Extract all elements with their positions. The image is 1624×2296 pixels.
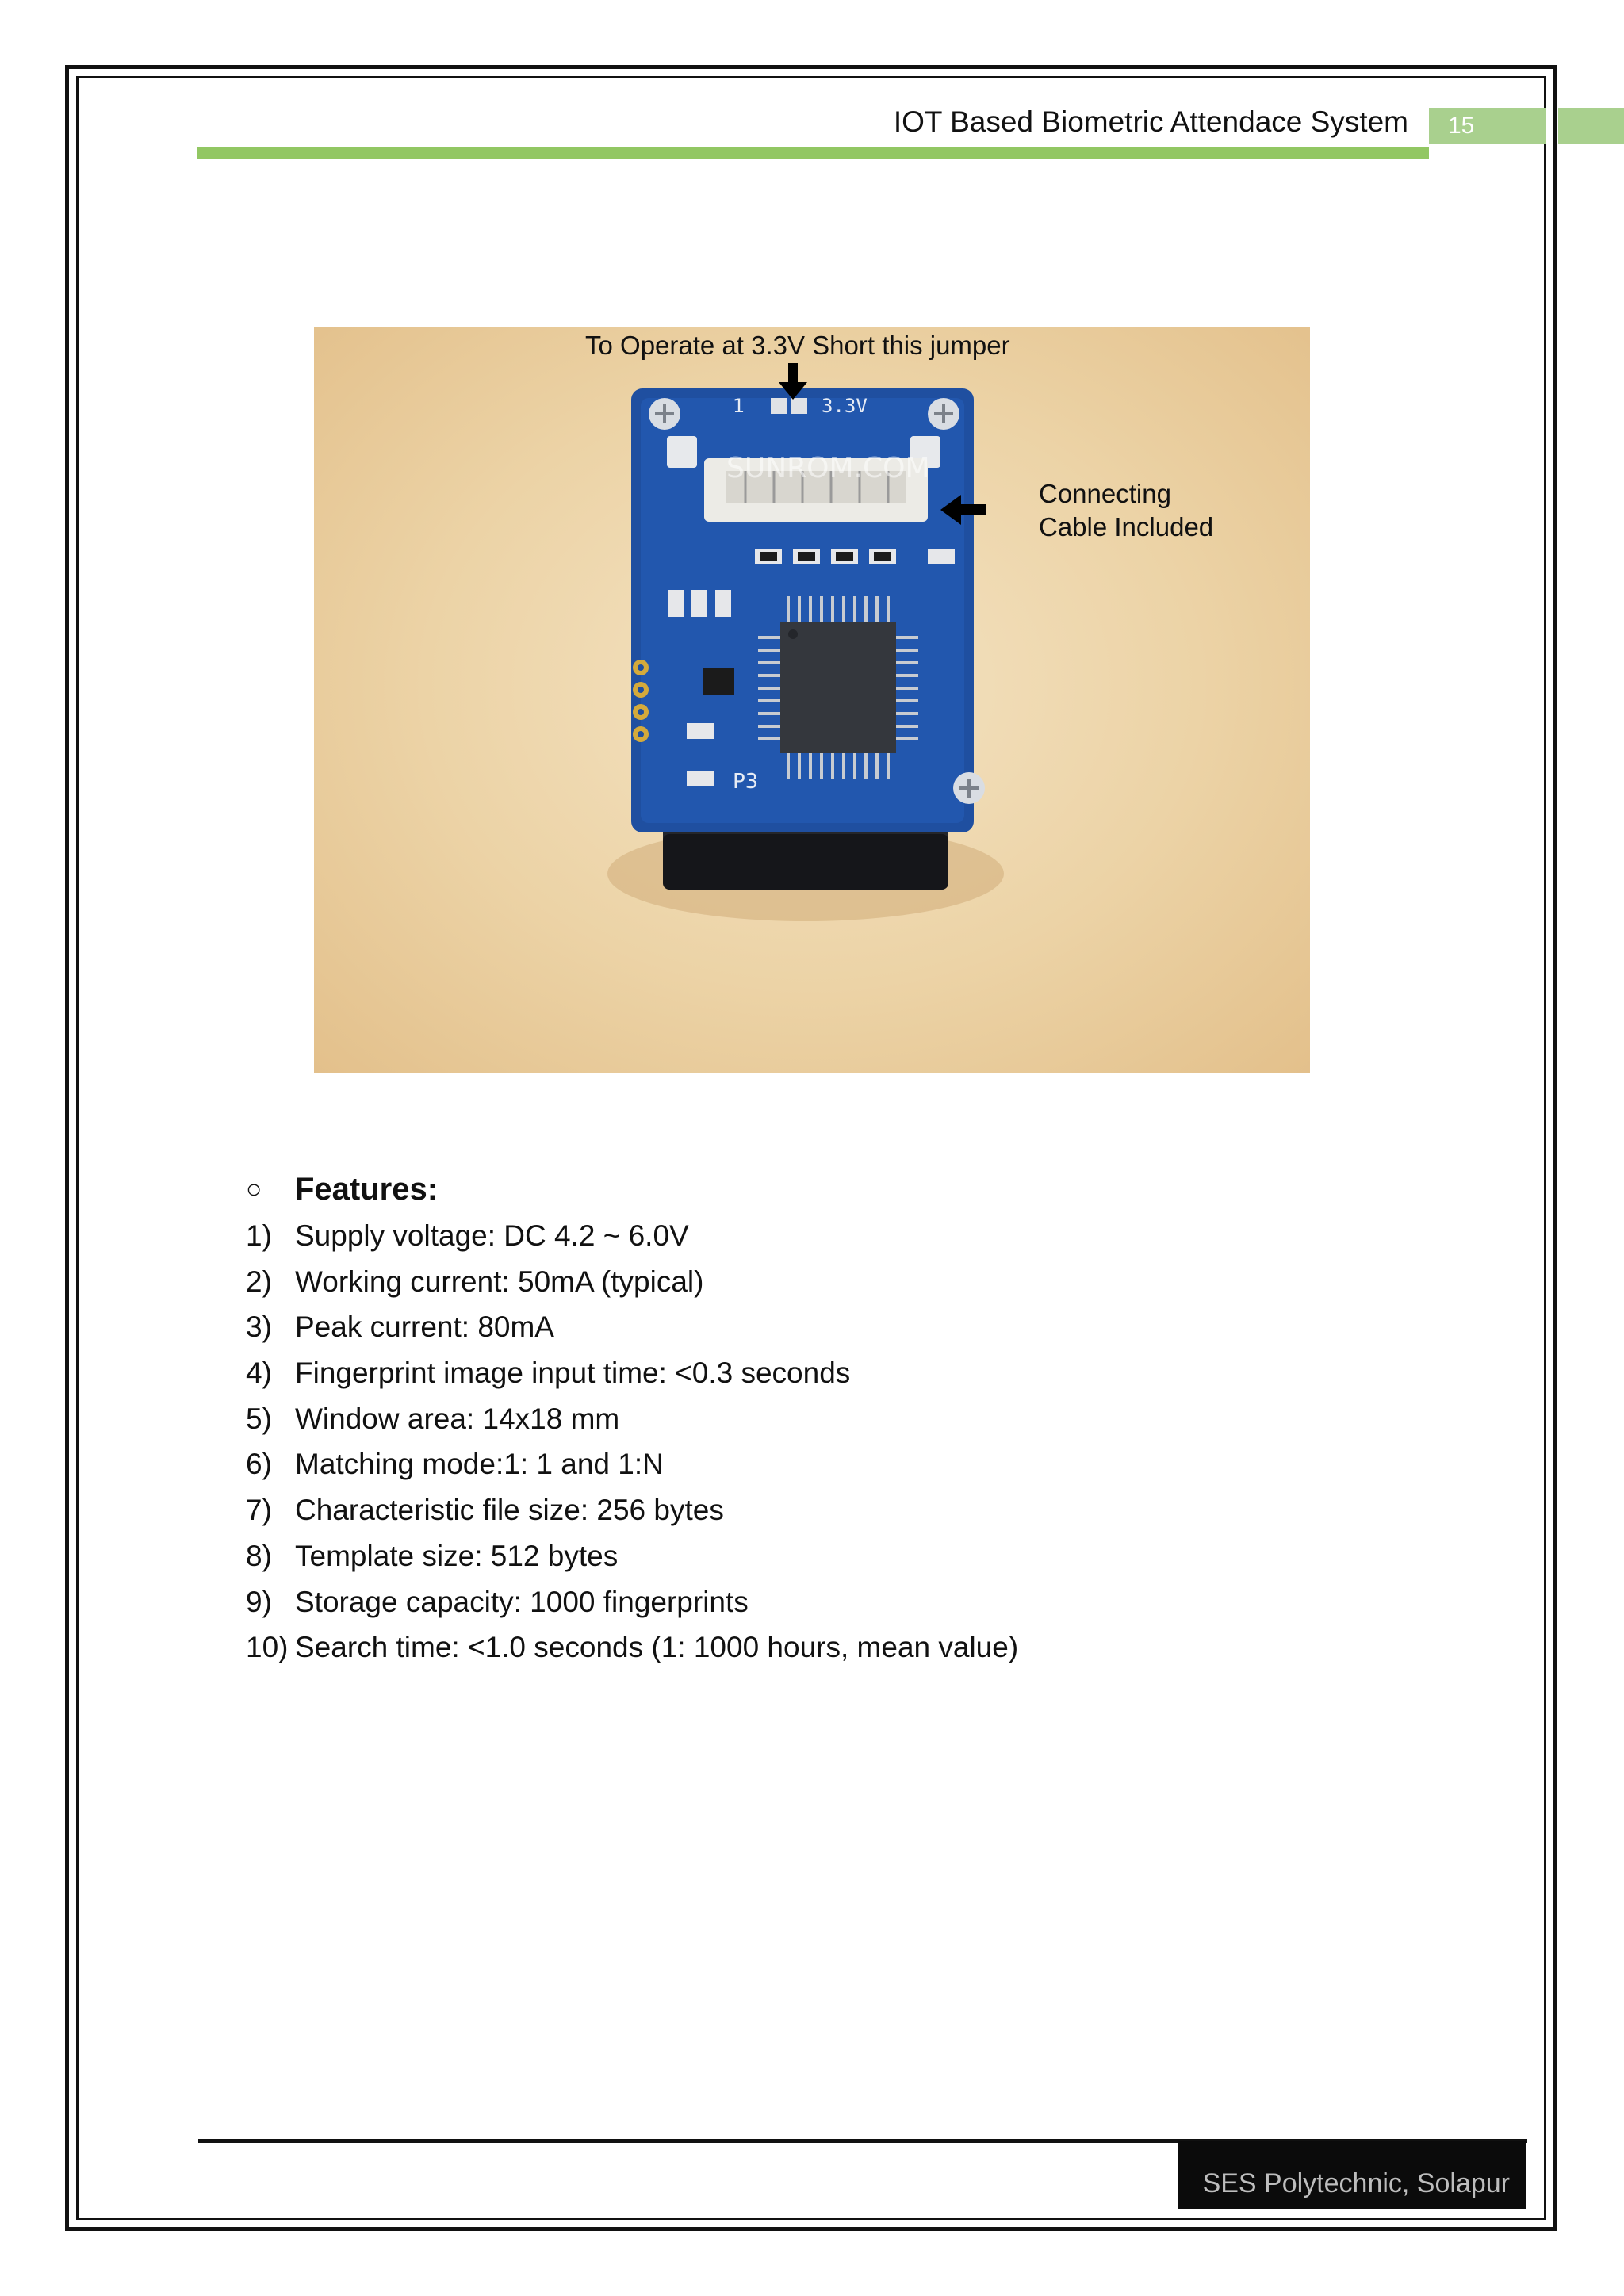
svg-text:SUNROM.COM: SUNROM.COM (726, 452, 930, 484)
list-item: 7)Characteristic file size: 256 bytes (246, 1494, 724, 1527)
svg-text:1: 1 (733, 395, 745, 417)
page-number: 15 (1429, 108, 1546, 144)
hollow-circle-bullet-icon: ○ (246, 1174, 262, 1204)
header-rule (197, 147, 1429, 159)
page-border-outer (65, 65, 1557, 2231)
page-border-inner (76, 76, 1546, 2220)
features-heading-label: Features: (295, 1172, 439, 1207)
list-item: 9)Storage capacity: 1000 fingerprints (246, 1585, 749, 1618)
arrow-left-icon (940, 495, 986, 525)
footer-box: SES Polytechnic, Solapur (1178, 2141, 1526, 2209)
fingerprint-module-photo: 3.3V 1 SUNROM.COM (314, 327, 1310, 1073)
svg-text:P3: P3 (733, 770, 758, 794)
list-item: 8)Template size: 512 bytes (246, 1539, 619, 1572)
list-item: 2)Working current: 50mA (typical) (246, 1265, 704, 1298)
svg-text:3.3V: 3.3V (822, 395, 868, 417)
list-item: 4)Fingerprint image input time: <0.3 sec… (246, 1357, 851, 1390)
arrow-down-icon (779, 363, 807, 400)
screw-icon (649, 398, 680, 430)
header-tab-accent (1558, 108, 1624, 144)
list-item: 10)Search time: <1.0 seconds (1: 1000 ho… (246, 1631, 1019, 1664)
features-heading: ○ Features: (246, 1165, 438, 1213)
footer-rule (198, 2139, 1527, 2143)
footer-institution: SES Polytechnic, Solapur (1202, 2168, 1510, 2198)
list-item: 5)Window area: 14x18 mm (246, 1402, 620, 1435)
list-item: 3)Peak current: 80mA (246, 1311, 554, 1344)
header-title: IOT Based Biometric Attendace System (893, 105, 1408, 138)
callout-cable-line2: Cable Included (1039, 512, 1213, 541)
list-item: 6)Matching mode:1: 1 and 1:N (246, 1448, 664, 1481)
features-list: 1)Supply voltage: DC 4.2 ~ 6.0V 2)Workin… (246, 1213, 1018, 1670)
callout-cable-line1: Connecting (1039, 479, 1171, 508)
callout-jumper: To Operate at 3.3V Short this jumper (585, 331, 1010, 360)
list-item: 1)Supply voltage: DC 4.2 ~ 6.0V (246, 1219, 689, 1252)
